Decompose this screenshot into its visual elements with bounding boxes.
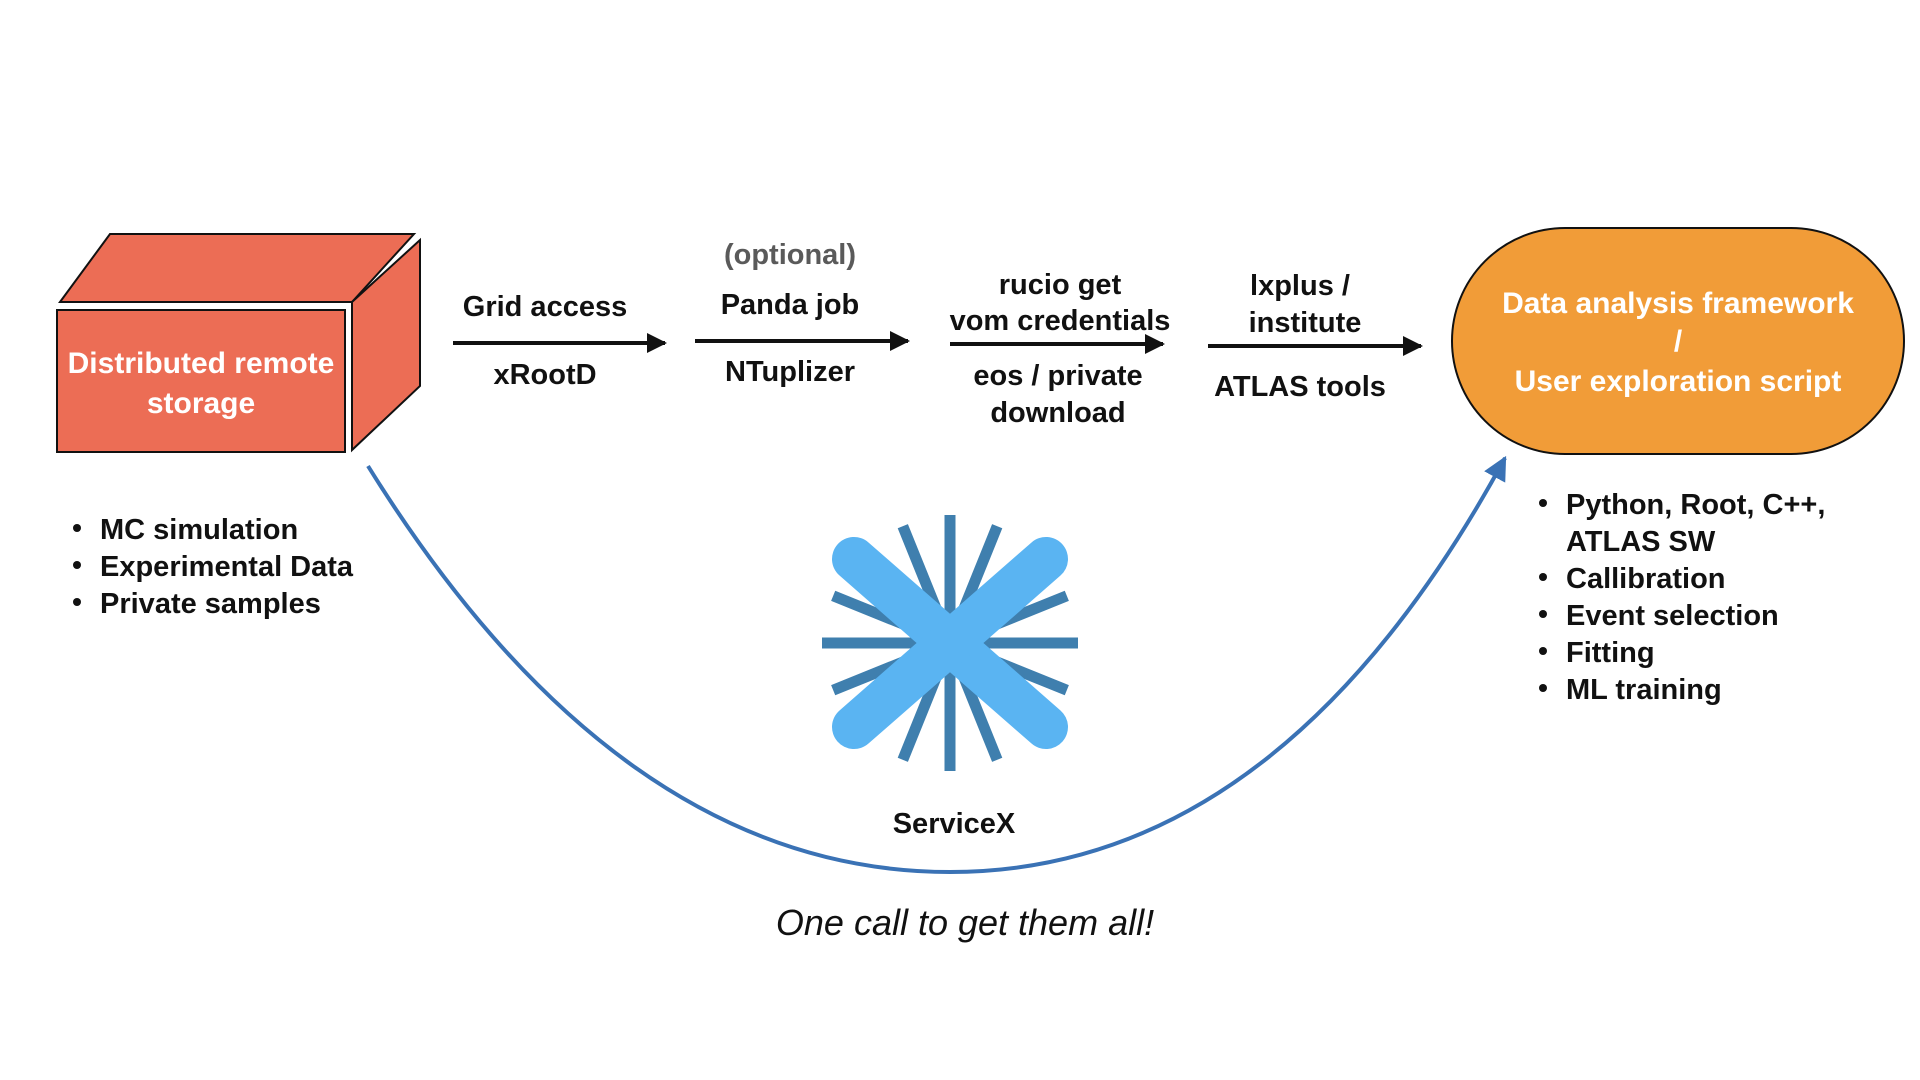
step-rucio: rucio get vom credentials eos / private …: [950, 269, 1171, 429]
bullet-dot: [1539, 499, 1547, 507]
step-label-below: download: [990, 397, 1125, 429]
storage-box-side: [351, 237, 421, 453]
step-lxplus: lxplus / institute ATLAS tools: [1208, 270, 1423, 403]
framework-bullet: Python, Root, C++,: [1566, 489, 1825, 521]
servicex-tagline: One call to get them all!: [776, 902, 1154, 943]
servicex-flow-curve: [366, 455, 1507, 875]
framework-bullet: Event selection: [1566, 600, 1779, 632]
bullet-dot: [73, 598, 81, 606]
framework-title-line1: Data analysis framework: [1502, 287, 1854, 320]
bullet-dot: [1539, 610, 1547, 618]
bullet-dot: [1539, 684, 1547, 692]
step-grid-access: Grid access xRootD: [453, 291, 667, 391]
step-label-above: institute: [1249, 307, 1362, 339]
step-label-below: xRootD: [493, 359, 596, 391]
bullet-dot: [73, 524, 81, 532]
framework-bullet: ML training: [1566, 674, 1722, 706]
step-label-below: eos / private: [973, 360, 1142, 392]
bullet-dot: [1539, 647, 1547, 655]
framework-bullet: Fitting: [1566, 637, 1655, 669]
step-optional-label: (optional): [724, 239, 856, 271]
bullet-dot: [1539, 573, 1547, 581]
storage-box-top: [58, 233, 417, 303]
storage-bullet: Experimental Data: [100, 551, 354, 583]
storage-title-line2: storage: [147, 387, 255, 420]
step-label-above: lxplus /: [1250, 270, 1350, 302]
servicex-label: ServiceX: [893, 808, 1016, 840]
storage-bullet: MC simulation: [100, 514, 298, 546]
storage-bullet-list: MC simulation Experimental Data Private …: [73, 514, 354, 620]
bullet-dot: [73, 561, 81, 569]
storage-title-line1: Distributed remote: [68, 347, 335, 380]
storage-bullet: Private samples: [100, 588, 321, 620]
step-panda-job: (optional) Panda job NTuplizer: [695, 239, 910, 388]
storage-box-front: [56, 309, 346, 453]
framework-bullet-continuation: ATLAS SW: [1566, 526, 1716, 558]
servicex-logo-icon: [822, 515, 1078, 771]
step-label-below: NTuplizer: [725, 356, 855, 388]
step-label-below: ATLAS tools: [1214, 371, 1386, 403]
step-label-above: vom credentials: [950, 305, 1171, 337]
step-label-above: rucio get: [999, 269, 1122, 301]
framework-node: Data analysis framework / User explorati…: [1451, 227, 1905, 455]
step-label-above: Panda job: [721, 289, 860, 321]
framework-pill: [1451, 227, 1905, 455]
framework-bullet: Callibration: [1566, 563, 1726, 595]
step-label-above: Grid access: [463, 291, 627, 323]
storage-box: Distributed remote storage: [56, 233, 421, 453]
framework-bullet-list: Python, Root, C++, ATLAS SW Callibration…: [1539, 489, 1825, 706]
framework-title-line3: User exploration script: [1515, 365, 1842, 398]
framework-title-line2: /: [1674, 325, 1683, 358]
